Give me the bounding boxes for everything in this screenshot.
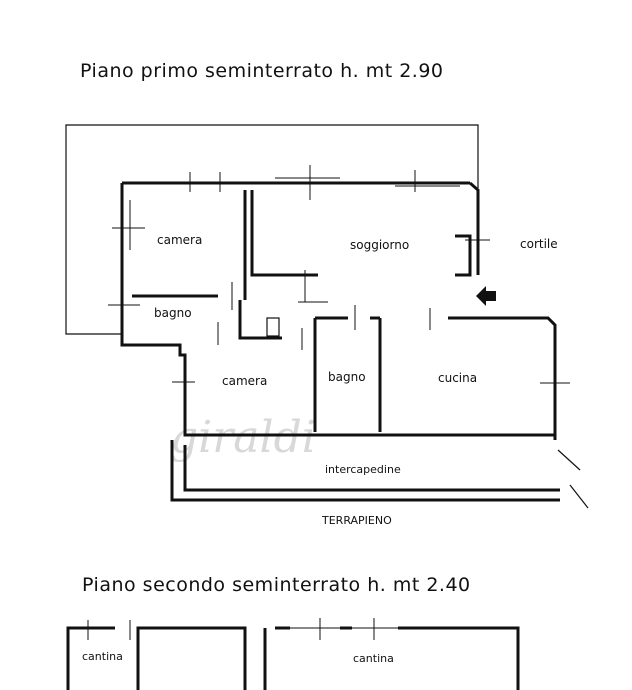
room-label-bagno-mid: bagno bbox=[328, 370, 366, 384]
room-label-cantina-left: cantina bbox=[82, 650, 123, 663]
entrance-arrow-icon bbox=[476, 286, 496, 306]
room-label-cantina-right: cantina bbox=[353, 652, 394, 665]
room-label-cortile: cortile bbox=[520, 237, 558, 251]
room-label-bagno-left: bagno bbox=[154, 306, 192, 320]
room-label-cucina: cucina bbox=[438, 371, 477, 385]
window-ticks bbox=[108, 165, 570, 384]
label-terrapieno: TERRAPIENO bbox=[321, 514, 392, 527]
floor1-title: Piano primo seminterrato h. mt 2.90 bbox=[80, 60, 444, 82]
floor2-walls bbox=[66, 618, 520, 690]
floor2-title: Piano secondo seminterrato h. mt 2.40 bbox=[82, 574, 471, 596]
terrace-outline bbox=[65, 124, 479, 335]
wc-fixture bbox=[266, 317, 280, 337]
room-label-soggiorno: soggiorno bbox=[350, 238, 409, 252]
room-label-intercapedine: intercapedine bbox=[325, 463, 401, 476]
room-label-camera-top: camera bbox=[157, 233, 202, 247]
room-label-camera-bottom: camera bbox=[222, 374, 267, 388]
floor1-walls bbox=[120, 181, 589, 509]
watermark-text: giraldi bbox=[170, 412, 316, 463]
